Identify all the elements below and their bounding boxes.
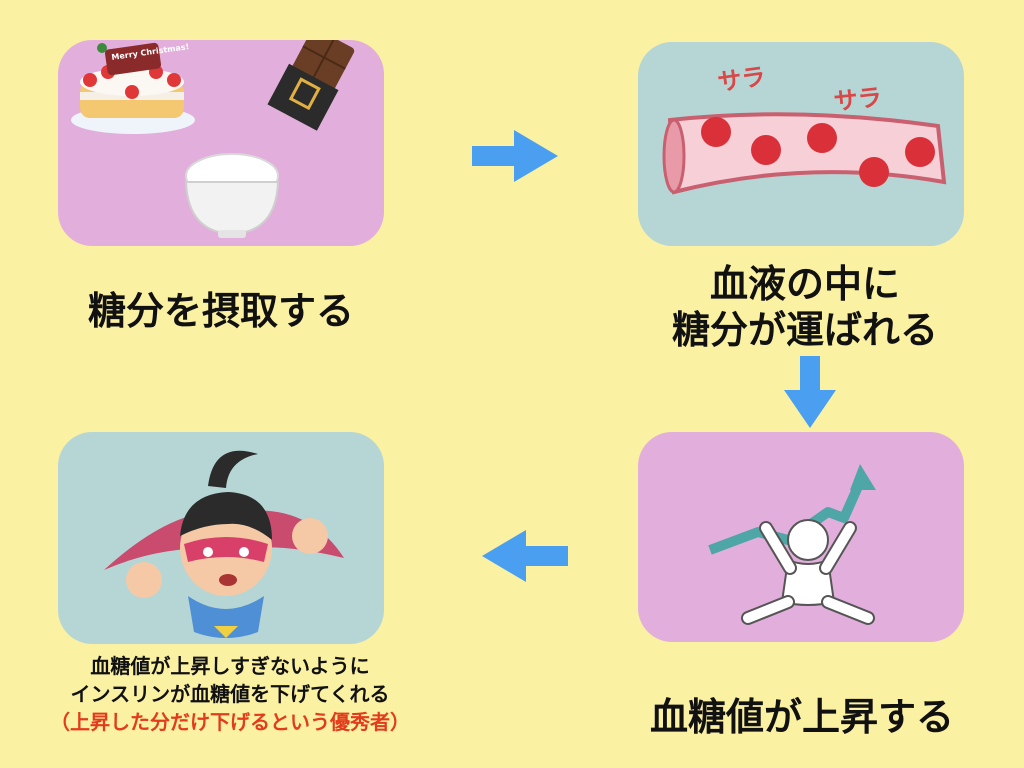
- step-label-rise: 血糖値が上昇する: [649, 695, 954, 739]
- arrow-left-icon: [482, 530, 568, 582]
- cake-icon: Merry Christmas!: [71, 42, 195, 134]
- panel-blood-vessel: サラ サラ: [638, 42, 964, 246]
- superhero-icon: [104, 450, 344, 638]
- rice-bowl-icon: [184, 153, 280, 238]
- stick-figure-icon: [741, 519, 875, 625]
- sound-text-2: サラ: [832, 83, 883, 116]
- step-label-blood: 血液の中に 糖分が運ばれる: [610, 262, 1000, 353]
- rise-illustration: [708, 464, 876, 625]
- step-label-insulin-line1: 血糖値が上昇しすぎないように: [90, 654, 370, 678]
- arrow-down-icon: [784, 356, 836, 428]
- chocolate-icon: [267, 40, 355, 131]
- panel-blood-sugar-rise: [638, 432, 964, 642]
- step-label-insulin-line2: インスリンが血糖値を下げてくれる: [70, 682, 390, 706]
- step-label-insulin: 血糖値が上昇しすぎないように インスリンが血糖値を下げてくれる （上昇した分だけ…: [10, 652, 450, 736]
- food-illustration: Merry Christmas!: [71, 40, 355, 238]
- step-label-blood-line1: 血液の中に: [709, 262, 900, 306]
- blood-vessel-icon: [662, 112, 947, 195]
- step-label-intake: 糖分を摂取する: [87, 289, 354, 333]
- step-label-insulin-note: （上昇した分だけ下げるという優秀者）: [50, 710, 410, 734]
- panel-insulin-hero: [58, 432, 384, 644]
- blood-vessel-illustration: サラ サラ: [662, 62, 947, 195]
- step-label-blood-line2: 糖分が運ばれる: [671, 307, 938, 352]
- superhero-illustration: [104, 450, 344, 638]
- panel-sugar-intake: Merry Christmas!: [58, 40, 384, 246]
- sound-text-1: サラ: [716, 62, 767, 96]
- arrow-right-icon: [472, 130, 558, 182]
